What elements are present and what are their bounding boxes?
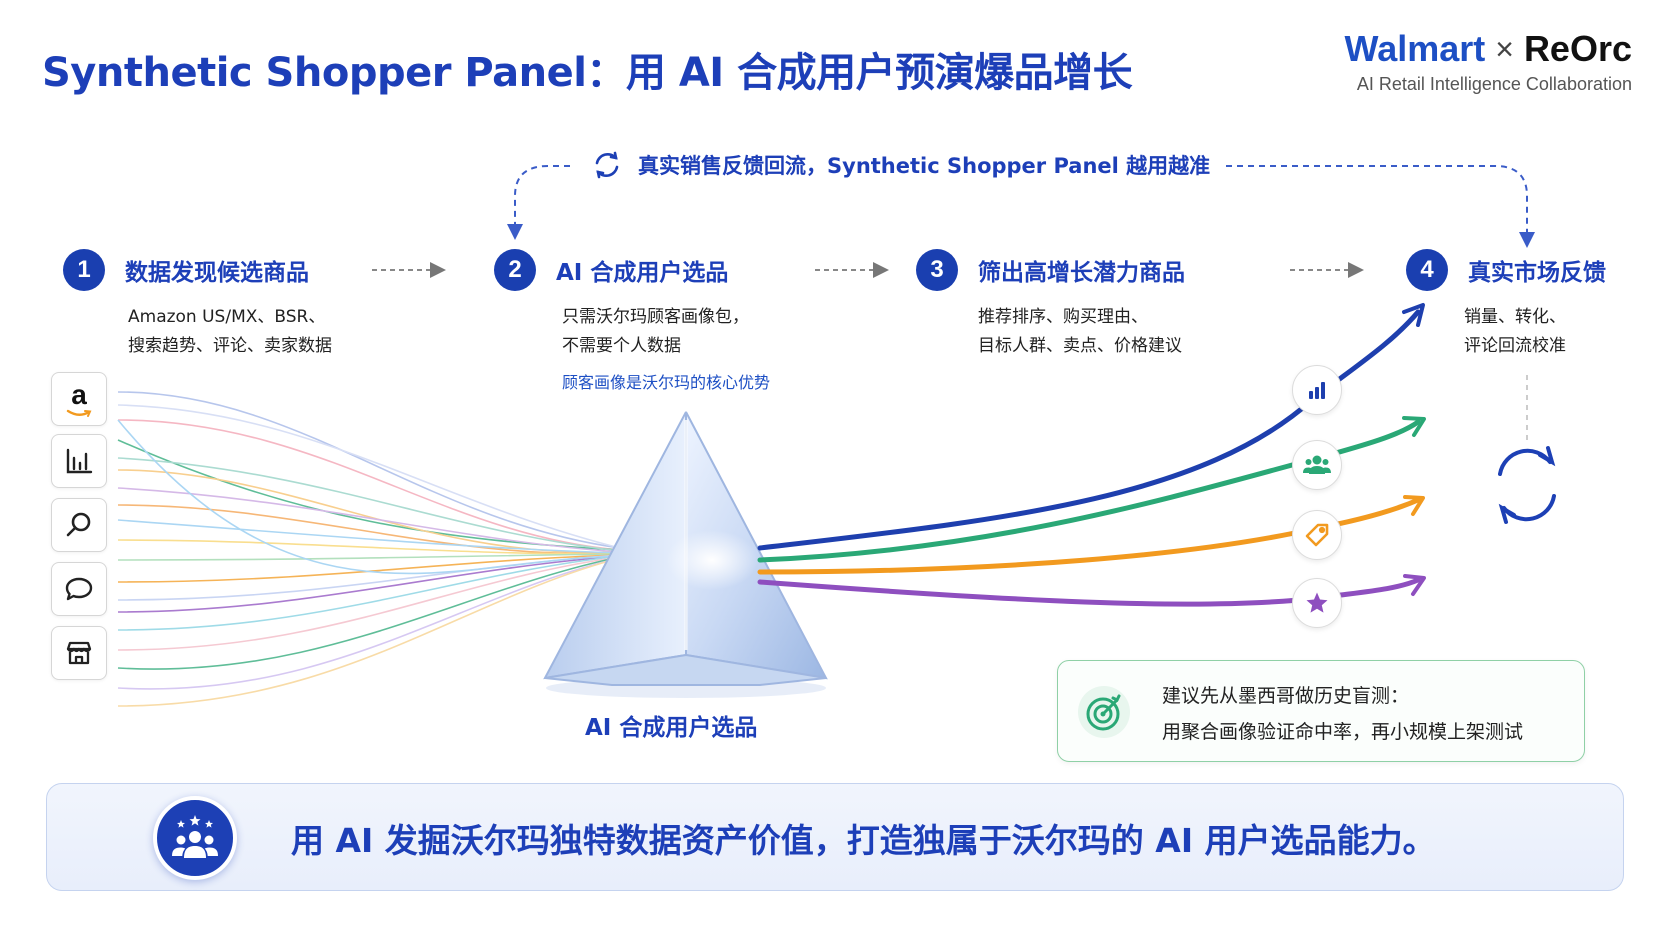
recommendation-line-2: 用聚合画像验证命中率，再小规模上架测试 <box>1162 721 1524 743</box>
step-title: 筛出高增长潜力商品 <box>978 260 1185 286</box>
step-1: 1 数据发现候选商品 Amazon US/MX、BSR、 搜索趋势、评论、卖家数… <box>63 249 332 361</box>
amazon-smile-icon <box>66 409 92 417</box>
page-title: Synthetic Shopper Panel：用 AI 合成用户预演爆品增长 <box>42 50 1133 96</box>
feedback-loop-arrow <box>507 165 570 240</box>
team-stars-icon <box>153 796 237 880</box>
prism <box>543 411 828 698</box>
step-number: 2 <box>494 249 536 291</box>
step-desc-line: 销量、转化、 <box>1464 307 1566 327</box>
input-streams <box>117 391 621 707</box>
amazon-icon: a <box>51 372 107 426</box>
walmart-logo-text: Walmart <box>1344 28 1486 69</box>
step-number: 1 <box>63 249 105 291</box>
price-tag-icon <box>1292 510 1342 560</box>
step-desc-line: 推荐排序、购买理由、 <box>978 307 1148 327</box>
step-title: 真实市场反馈 <box>1468 260 1606 286</box>
output-stream-orange <box>757 497 1421 575</box>
output-arrowhead-blue <box>1402 303 1425 327</box>
star-icon <box>1292 578 1342 628</box>
step-number: 4 <box>1406 249 1448 291</box>
output-arrowhead-orange <box>1403 495 1425 516</box>
step-desc-line: 只需沃尔玛顾客画像包， <box>562 307 749 327</box>
refresh-loop-icon <box>1498 446 1556 524</box>
search-icon <box>51 498 107 552</box>
bar-chart-icon <box>1292 365 1342 415</box>
amazon-letter: a <box>71 379 87 410</box>
feedback-loop-label: 真实销售反馈回流，Synthetic Shopper Panel 越用越准 <box>578 148 1223 182</box>
feedback-loop-text: 真实销售反馈回流，Synthetic Shopper Panel 越用越准 <box>638 154 1211 178</box>
step-desc-line: 目标人群、卖点、价格建议 <box>978 336 1182 356</box>
refresh-icon <box>595 151 619 179</box>
brand-subtitle: AI Retail Intelligence Collaboration <box>1356 74 1632 94</box>
step-desc-line: Amazon US/MX、BSR、 <box>128 307 326 327</box>
output-stream-green <box>757 419 1421 563</box>
chat-bubble-icon <box>51 562 107 616</box>
step-title: AI 合成用户选品 <box>556 260 729 286</box>
reorc-logo-text: ReOrc <box>1523 28 1632 69</box>
step-desc-line: 不需要个人数据 <box>562 336 681 356</box>
step-3: 3 筛出高增长潜力商品 推荐排序、购买理由、 目标人群、卖点、价格建议 <box>916 249 1185 361</box>
target-icon <box>1078 686 1130 738</box>
users-icon <box>1292 440 1342 490</box>
brand-lockup: Walmart × ReOrc AI Retail Intelligence C… <box>1345 28 1632 95</box>
output-stream-purple <box>757 577 1421 607</box>
brand-separator: × <box>1495 30 1514 67</box>
output-arrowhead-purple <box>1403 574 1426 596</box>
step-desc-line: 搜索趋势、评论、卖家数据 <box>128 336 332 356</box>
output-stream-blue <box>757 309 1421 551</box>
step-4: 4 真实市场反馈 销量、转化、 评论回流校准 <box>1406 249 1606 361</box>
bar-chart-icon <box>51 434 107 488</box>
output-arrowhead-green <box>1402 416 1426 437</box>
step-title: 数据发现候选商品 <box>125 260 309 286</box>
step-number: 3 <box>916 249 958 291</box>
step-desc-line: 评论回流校准 <box>1464 336 1566 356</box>
summary-text: 用 AI 发掘沃尔玛独特数据资产价值，打造独属于沃尔玛的 AI 用户选品能力。 <box>291 821 1436 860</box>
prism-label: AI 合成用户选品 <box>585 715 758 741</box>
store-icon <box>51 626 107 680</box>
step-2: 2 AI 合成用户选品 只需沃尔玛顾客画像包， 不需要个人数据 顾客画像是沃尔玛… <box>494 249 770 393</box>
summary-banner: 用 AI 发掘沃尔玛独特数据资产价值，打造独属于沃尔玛的 AI 用户选品能力。 <box>46 783 1624 891</box>
step-note: 顾客画像是沃尔玛的核心优势 <box>562 373 771 392</box>
recommendation-box: 建议先从墨西哥做历史盲测： 用聚合画像验证命中率，再小规模上架测试 <box>1057 660 1585 762</box>
feedback-loop-line <box>1215 165 1535 248</box>
recommendation-line-1: 建议先从墨西哥做历史盲测： <box>1162 685 1410 707</box>
